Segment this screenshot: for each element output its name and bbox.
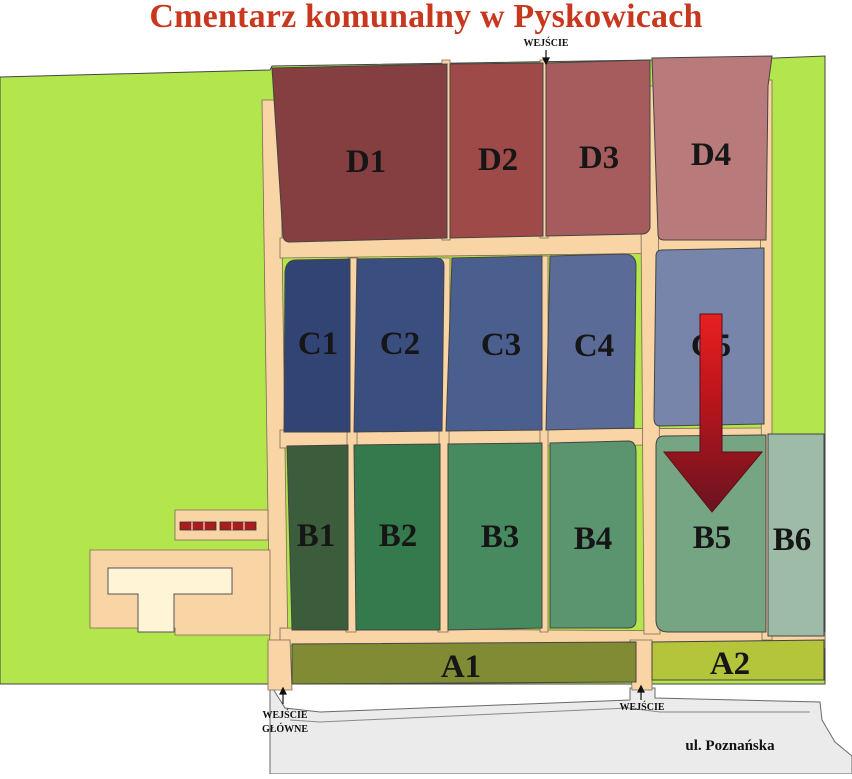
map-title: Cmentarz komunalny w Pyskowicach [149,0,703,35]
section-b4[interactable] [549,440,637,629]
section-b2[interactable] [353,443,441,631]
street-area [269,682,852,775]
label-a2: A2 [710,646,750,682]
label-b1: B1 [297,518,336,554]
section-b1[interactable] [286,444,349,631]
entrance-side-label: WEJŚCIE [619,701,664,713]
entrance-main-label-line2: GŁÓWNE [262,723,308,735]
chapel-building [107,567,233,633]
label-d1: D1 [346,144,386,180]
label-d3: D3 [579,140,619,176]
label-c2: C2 [380,326,420,362]
section-d2[interactable] [449,62,544,239]
entrance-main-arrow-icon [279,686,287,704]
section-b6[interactable] [767,433,825,637]
section-d4[interactable] [651,55,773,241]
entrance-main-label-line1: WEJŚCIE [262,709,307,721]
label-c1: C1 [298,326,338,362]
label-c3: C3 [481,327,521,363]
label-b5: B5 [693,520,732,556]
label-b6: B6 [773,522,812,558]
entrance-top-label: WEJŚCIE [523,37,568,49]
section-d3[interactable] [545,59,651,237]
entrance-top-arrow-icon [542,50,550,66]
label-d2: D2 [478,142,518,178]
street-curb [289,707,810,723]
bench-icon [179,521,257,531]
section-a1[interactable] [291,641,637,685]
label-b3: B3 [481,519,520,555]
street-name: ul. Poznańska [685,738,775,754]
section-c4[interactable] [545,253,637,431]
section-a2[interactable] [651,639,825,681]
label-b4: B4 [574,521,613,557]
section-d1[interactable] [271,63,448,243]
section-b3[interactable] [447,442,543,631]
section-c2[interactable] [353,257,445,433]
entrance-side-arrow-icon [637,684,645,700]
label-a1: A1 [441,649,481,685]
label-d4: D4 [691,137,731,173]
location-marker-arrow-icon [662,313,764,513]
section-b5[interactable] [655,434,767,633]
label-c4: C4 [574,328,614,364]
section-c1[interactable] [283,258,351,433]
section-c3[interactable] [445,255,543,432]
label-b2: B2 [379,518,418,554]
